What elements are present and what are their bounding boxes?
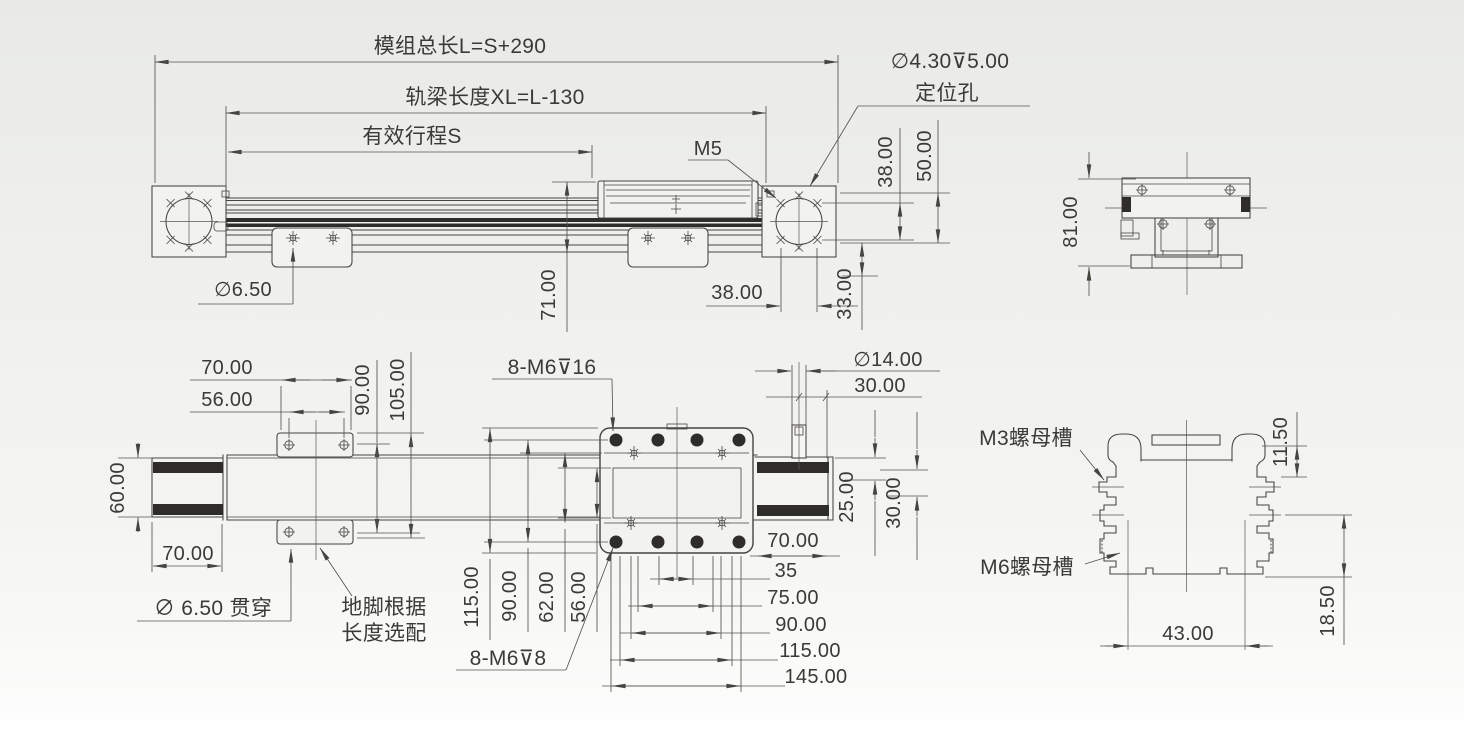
foot-thru-label: ∅ 6.50 贯穿 — [154, 597, 272, 620]
m6-slot-label: M6螺母槽 — [980, 556, 1074, 579]
end-block-left — [151, 185, 230, 258]
section-view: M3螺母槽 M6螺母槽 11.50 18.50 43.00 — [979, 412, 1352, 650]
top-holes-label: 8-M6⊽16 — [508, 356, 597, 379]
dim-chain-vertical: 115.00 90.00 62.00 56.00 — [461, 427, 611, 640]
dim-shaft: ∅14.00 30.00 25.00 30.00 — [755, 349, 940, 560]
dim-v115-text: 115.00 — [461, 566, 483, 628]
dim-38-horizontal-text: 38.00 — [711, 282, 763, 304]
dim-81: 81.00 — [1060, 152, 1136, 296]
dim-right-70: 70.00 — [750, 530, 840, 559]
dim-left-end-70: 70.00 — [151, 522, 223, 572]
locating-hole-label: 定位孔 — [915, 82, 979, 105]
dim-h30-text: 30.00 — [854, 375, 906, 397]
dim-43: 43.00 — [1100, 623, 1273, 649]
dim-v90-text: 90.00 — [499, 570, 521, 622]
dim-38-vertical-text: 38.00 — [875, 136, 897, 188]
guide-rail-strip-upper — [226, 218, 762, 222]
dim-stroke: 有效行程S — [227, 125, 593, 178]
dim-rail-length: 轨梁长度XL=L-130 — [225, 86, 767, 194]
foot-note-line1: 地脚根据 — [341, 596, 426, 619]
shaft-dia-label: ∅14.00 — [853, 349, 922, 371]
carriage-end — [1121, 177, 1251, 219]
end-block-right — [761, 185, 837, 258]
dim-left-end-70-text: 70.00 — [162, 543, 214, 565]
dim-81-text: 81.00 — [1060, 196, 1082, 248]
bottom-holes-label: 8-M6⊽8 — [470, 647, 547, 670]
m5-label: M5 — [694, 138, 722, 160]
dim-stroke-text: 有效行程S — [362, 125, 462, 148]
callout-locating-hole: ∅4.30⊽5.00 定位孔 — [809, 50, 1030, 187]
carriage-side — [597, 180, 764, 219]
end-view: 81.00 — [1060, 152, 1267, 296]
dim-flange-vertical: 38.00 50.00 — [822, 120, 950, 244]
dim-foot-70: 70.00 — [190, 357, 352, 430]
dim-v62-text: 62.00 — [536, 571, 558, 623]
dim-foot-70-text: 70.00 — [201, 357, 253, 379]
top-reference-strip — [1151, 434, 1221, 446]
callout-m5: M5 — [688, 138, 777, 199]
dim-50-vertical-text: 50.00 — [914, 130, 936, 182]
dim-foot-56: 56.00 — [190, 389, 345, 438]
foot-hole-label: ∅6.50 — [214, 279, 272, 301]
dim-h145-text: 145.00 — [785, 666, 848, 688]
locating-hole-size-label: ∅4.30⊽5.00 — [891, 50, 1009, 73]
foot-note-line2: 长度选配 — [341, 622, 426, 645]
foot-mount-side-left — [271, 227, 353, 268]
callout-top-holes: 8-M6⊽16 — [492, 356, 616, 432]
callout-foot-thru: ∅ 6.50 贯穿 — [137, 548, 294, 622]
dim-foot-56-text: 56.00 — [201, 389, 253, 411]
belt-strip — [226, 223, 762, 227]
note-foot: 地脚根据 长度选配 — [319, 547, 426, 645]
dim-18-5-text: 18.50 — [1317, 585, 1339, 637]
dim-foot-90-text: 90.00 — [352, 364, 374, 416]
dim-33: 33.00 — [834, 242, 878, 330]
dim-h90-text: 90.00 — [775, 614, 827, 636]
dim-rail-width-60: 60.00 — [107, 443, 152, 532]
dim-43-text: 43.00 — [1162, 623, 1214, 645]
foot-mount-side-right — [627, 227, 709, 268]
dim-11-5: 11.50 — [1262, 412, 1307, 478]
rail-left-end-plan — [151, 454, 228, 521]
dim-v56-text: 56.00 — [568, 571, 590, 623]
dim-total-length: 模组总长L=S+290 — [154, 35, 839, 183]
dim-foot-90: 90.00 — [352, 360, 420, 534]
dim-71-text: 71.00 — [538, 269, 560, 321]
callout-m6-slot: M6螺母槽 — [980, 552, 1121, 579]
dim-foot-105: 105.00 — [357, 352, 425, 539]
dim-rail-width-text: 60.00 — [107, 462, 129, 514]
dim-18-5: 18.50 — [1265, 514, 1352, 645]
foot-mount-plan-bottom — [276, 519, 354, 545]
dim-11-5-text: 11.50 — [1270, 417, 1292, 467]
dim-rail-length-text: 轨梁长度XL=L-130 — [405, 86, 584, 109]
dim-h35-text: 35 — [775, 560, 798, 582]
dim-38-horizontal: 38.00 — [706, 248, 858, 312]
callout-m3-slot: M3螺母槽 — [979, 427, 1105, 481]
rail-right-end-plan — [754, 362, 834, 521]
plan-view: 70.00 56.00 90.00 105.00 60.00 — [107, 349, 940, 692]
callout-bottom-holes: 8-M6⊽8 — [456, 547, 614, 671]
dim-33-text: 33.00 — [834, 268, 856, 320]
dim-h75-text: 75.00 — [767, 587, 819, 609]
base-end — [1130, 250, 1243, 269]
callout-foot-hole: ∅6.50 — [198, 247, 296, 305]
dim-h115-text: 115.00 — [779, 640, 841, 662]
dim-v30-text: 30.00 — [883, 477, 905, 529]
m3-slot-label: M3螺母槽 — [979, 427, 1073, 450]
dim-right-70-text: 70.00 — [767, 530, 819, 552]
dim-foot-105-text: 105.00 — [387, 359, 409, 422]
rail-beam-side — [225, 197, 763, 253]
side-view: 模组总长L=S+290 轨梁长度XL=L-130 有效行程S M5 ∅4.30⊽… — [151, 35, 1030, 332]
dim-total-length-text: 模组总长L=S+290 — [374, 35, 547, 58]
foot-mount-plan-top — [276, 432, 354, 458]
carriage-plan — [599, 407, 754, 578]
dim-v25-text: 25.00 — [836, 471, 858, 523]
dim-chain-horizontal: 70.00 35 75.00 90.00 115.00 145.00 — [602, 530, 847, 692]
dim-71: 71.00 — [538, 181, 596, 332]
